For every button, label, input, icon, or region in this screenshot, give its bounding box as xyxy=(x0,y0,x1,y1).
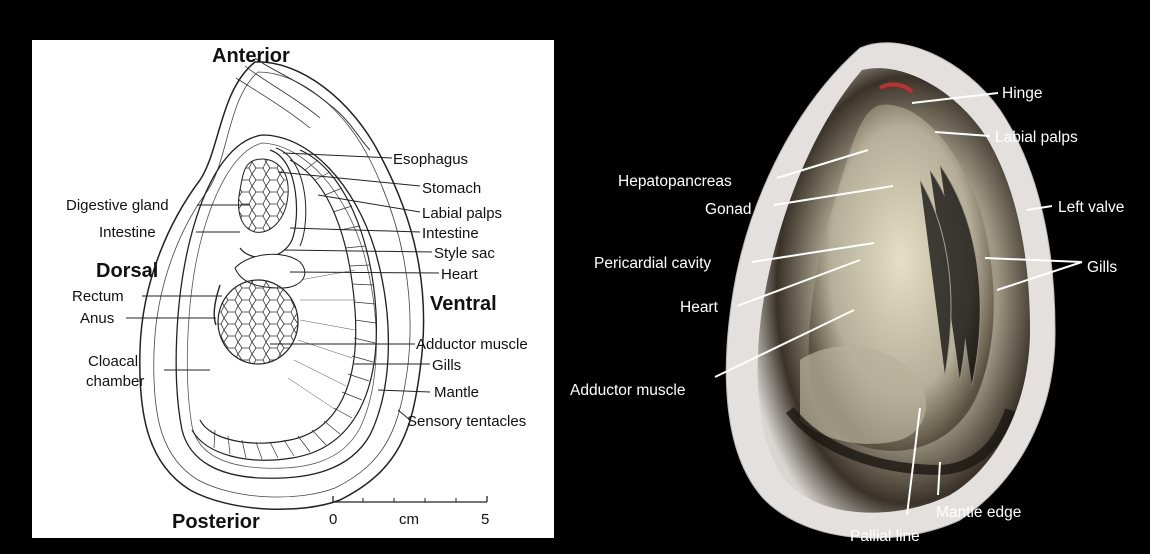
label-intestine-left: Intestine xyxy=(99,224,156,241)
label-intestine-right: Intestine xyxy=(422,225,479,242)
photo-label-pallial-line: Pallial line xyxy=(850,528,920,545)
oyster-photo xyxy=(726,43,1055,538)
direction-dorsal: Dorsal xyxy=(96,260,158,282)
label-esophagus: Esophagus xyxy=(393,151,468,168)
photo-label-hepatopancreas: Hepatopancreas xyxy=(618,173,732,190)
photo-panel: Hinge Labial palps Hepatopancreas Gonad … xyxy=(570,43,1124,545)
scale-unit: cm xyxy=(399,511,419,528)
scale-start: 0 xyxy=(329,511,337,528)
label-stomach: Stomach xyxy=(422,180,481,197)
direction-anterior: Anterior xyxy=(212,45,290,67)
label-anus: Anus xyxy=(80,310,114,327)
label-cloacal-chamber-line1: Cloacal xyxy=(88,353,138,370)
photo-label-mantle-edge: Mantle edge xyxy=(936,504,1021,521)
label-style-sac: Style sac xyxy=(434,245,495,262)
direction-ventral: Ventral xyxy=(430,293,497,315)
label-gills: Gills xyxy=(432,357,461,374)
diagram-panel: Anterior Posterior Dorsal Ventral Esopha… xyxy=(32,40,554,538)
label-rectum: Rectum xyxy=(72,288,124,305)
label-mantle: Mantle xyxy=(434,384,479,401)
label-adductor-muscle: Adductor muscle xyxy=(416,336,528,353)
photo-label-heart: Heart xyxy=(680,299,719,316)
photo-label-labial-palps: Labial palps xyxy=(995,129,1078,146)
label-cloacal-chamber-line2: chamber xyxy=(86,373,144,390)
label-heart: Heart xyxy=(441,266,479,283)
label-labial-palps: Labial palps xyxy=(422,205,502,222)
direction-posterior: Posterior xyxy=(172,511,260,533)
photo-label-gills: Gills xyxy=(1087,259,1117,276)
photo-label-adductor-muscle: Adductor muscle xyxy=(570,382,685,399)
scale-end: 5 xyxy=(481,511,489,528)
adductor-muscle-shape xyxy=(218,280,298,364)
label-sensory-tentacles: Sensory tentacles xyxy=(407,413,526,430)
photo-label-hinge: Hinge xyxy=(1002,85,1043,102)
photo-label-pericardial-cavity: Pericardial cavity xyxy=(594,255,711,272)
label-digestive-gland: Digestive gland xyxy=(66,197,169,214)
photo-label-left-valve: Left valve xyxy=(1058,199,1124,216)
photo-label-gonad: Gonad xyxy=(705,201,752,218)
